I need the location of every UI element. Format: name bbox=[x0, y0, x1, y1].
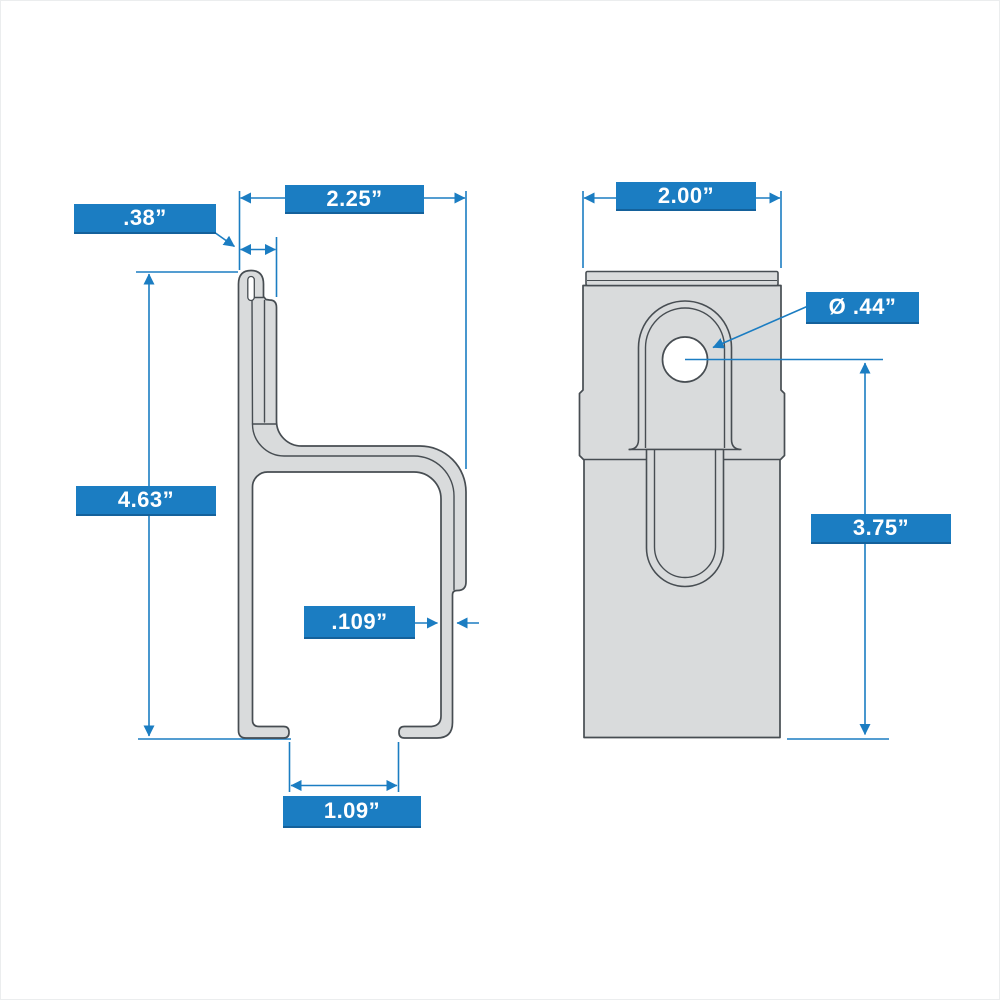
dimension-label-material-thickness: .109” bbox=[304, 606, 415, 639]
leader-hem-offset bbox=[213, 231, 235, 248]
tab-strap bbox=[645, 448, 725, 588]
dimension-label-width: 2.00” bbox=[616, 182, 756, 211]
dimension-label-foot-gap: 1.09” bbox=[283, 796, 421, 828]
dimension-label-hem-offset: .38” bbox=[74, 204, 216, 234]
dimension-label-hole-diameter: Ø .44” bbox=[806, 292, 919, 324]
tab-strap-inner-line bbox=[653, 449, 717, 579]
hem-top-strip bbox=[585, 270, 779, 287]
dimension-label-hole-to-bottom: 3.75” bbox=[811, 514, 951, 544]
dimension-label-depth: 2.25” bbox=[285, 185, 424, 214]
leader-hole-diameter bbox=[712, 305, 808, 349]
dimension-label-overall-height: 4.63” bbox=[76, 486, 216, 516]
hem-fold-slit bbox=[247, 275, 255, 302]
slot-outer-outline bbox=[628, 300, 742, 451]
front-view bbox=[578, 270, 786, 739]
slot-inner-outline bbox=[644, 307, 726, 448]
side-profile-view bbox=[237, 269, 467, 739]
side-profile-inner-lines bbox=[251, 294, 455, 591]
side-profile-silhouette bbox=[237, 269, 467, 739]
